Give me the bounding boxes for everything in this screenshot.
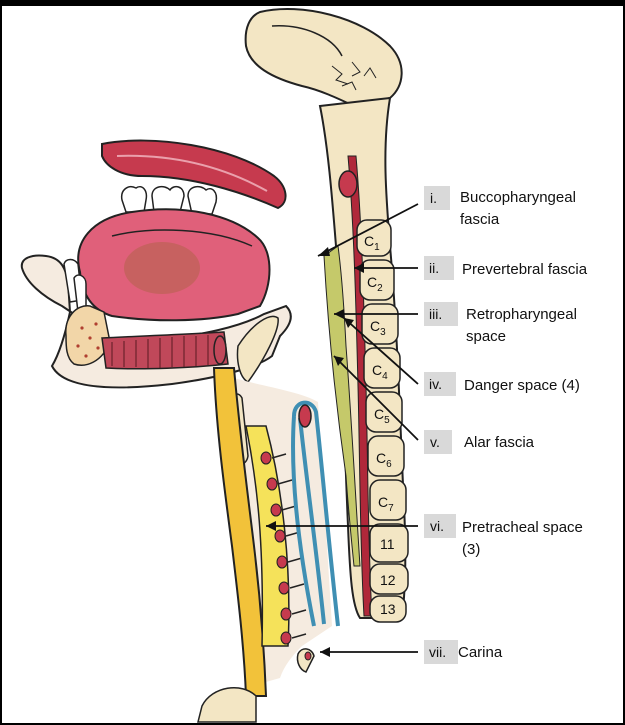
sternum (198, 688, 256, 722)
occipital-bone (246, 9, 402, 106)
label-iv: iv. Danger space (4) (424, 372, 580, 396)
svg-text:(3): (3) (462, 541, 480, 558)
svg-text:Danger space (4): Danger space (4) (464, 377, 580, 394)
floor-muscle (102, 332, 228, 369)
svg-text:space: space (466, 328, 506, 345)
label-i: i. Buccopharyngeal fascia (424, 186, 576, 228)
svg-text:fascia: fascia (460, 211, 500, 228)
svg-text:Pretracheal space: Pretracheal space (462, 519, 583, 536)
svg-text:vi.: vi. (430, 518, 444, 534)
vertebra-13: 13 (380, 601, 396, 617)
svg-text:vii.: vii. (429, 644, 446, 660)
label-iii: iii. Retropharyngeal space (424, 302, 577, 345)
label-vi: vi. Pretracheal space (3) (424, 514, 583, 558)
svg-text:v.: v. (430, 434, 440, 450)
vertebra-11: 11 (380, 536, 395, 552)
svg-text:iv.: iv. (429, 376, 442, 392)
label-v: v. Alar fascia (424, 430, 535, 454)
atlas-node (339, 171, 357, 197)
hyoid-bone (214, 336, 226, 364)
sagittal-neck-diagram: C1 C2 C3 C4 C5 C6 C7 11 12 13 (2, 6, 623, 723)
svg-text:Retropharyngeal: Retropharyngeal (466, 306, 577, 323)
svg-text:Carina: Carina (458, 644, 503, 661)
svg-text:ii.: ii. (429, 260, 439, 276)
vertebra-12: 12 (380, 572, 396, 588)
svg-text:Buccopharyngeal: Buccopharyngeal (460, 189, 576, 206)
svg-text:Alar fascia: Alar fascia (464, 434, 535, 451)
svg-text:Prevertebral fascia: Prevertebral fascia (462, 261, 588, 278)
svg-text:i.: i. (430, 190, 437, 206)
label-vii: vii. Carina (424, 640, 503, 664)
svg-text:iii.: iii. (429, 306, 442, 322)
label-ii: ii. Prevertebral fascia (424, 256, 588, 280)
